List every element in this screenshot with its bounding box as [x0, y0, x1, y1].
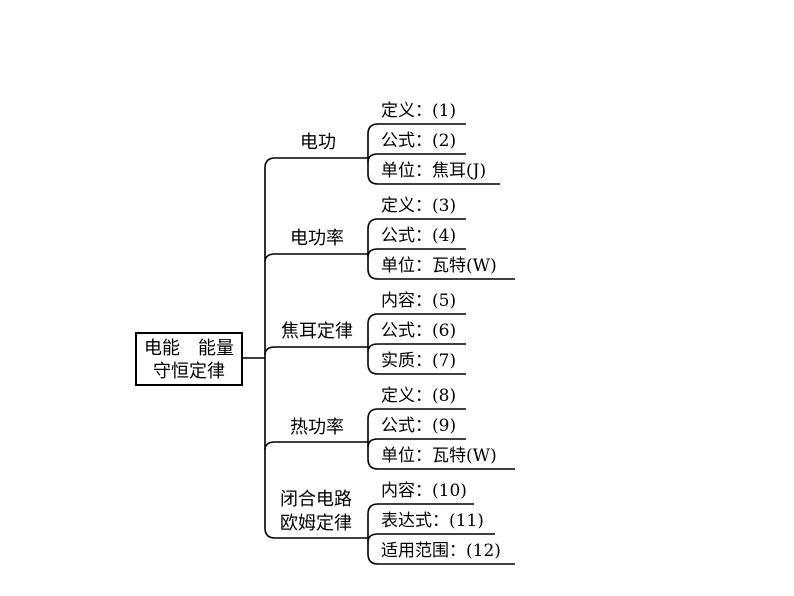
root-line-1: 电能 能量	[144, 338, 234, 359]
root-line-2: 守恒定律	[153, 361, 225, 382]
branch-label-4: 热功率	[290, 417, 344, 438]
leaf-1-1: 定义：(1)	[381, 101, 457, 121]
branch-underline-4	[264, 441, 368, 451]
branch-label-2: 电功率	[290, 228, 344, 249]
leaf-3-1: 内容：(5)	[381, 291, 457, 311]
leaf-3-2: 公式：(6)	[381, 321, 457, 341]
leaf-line-2-2	[367, 248, 466, 258]
leaf-bracket-3	[367, 313, 379, 375]
leaf-4-2: 公式：(9)	[381, 416, 457, 436]
branch-label-5: 闭合电路 欧姆定律	[280, 489, 352, 534]
leaf-1-3: 单位：焦耳(J)	[381, 161, 487, 181]
branch-underline-2	[264, 253, 368, 263]
leaf-2-1: 定义：(3)	[381, 196, 457, 216]
leaf-1-2: 公式：(2)	[381, 131, 457, 151]
leaf-2-3: 单位：瓦特(W)	[381, 256, 497, 276]
leaf-line-5-2	[367, 533, 495, 543]
leaf-2-2: 公式：(4)	[381, 226, 457, 246]
leaf-5-1: 内容：(10)	[381, 481, 467, 501]
main-trunk	[264, 157, 276, 539]
leaf-bracket-4	[367, 408, 379, 470]
leaf-5-3: 适用范围：(12)	[381, 541, 501, 561]
leaf-bracket-5	[367, 503, 379, 565]
leaf-3-3: 实质：(7)	[381, 351, 457, 371]
leaf-line-1-2	[367, 153, 466, 163]
branch-label-3: 焦耳定律	[281, 321, 353, 342]
leaf-bracket-2	[367, 218, 379, 280]
leaf-5-2: 表达式：(11)	[381, 511, 484, 531]
leaf-4-3: 单位：瓦特(W)	[381, 446, 497, 466]
branch-label-1: 电功	[300, 132, 336, 153]
branch-underline-3	[264, 346, 368, 356]
leaf-line-4-2	[367, 438, 466, 448]
leaf-bracket-1	[367, 123, 379, 185]
leaf-4-1: 定义：(8)	[381, 386, 457, 406]
root-node: 电能 能量 守恒定律	[135, 332, 243, 386]
leaf-line-3-2	[367, 343, 466, 353]
